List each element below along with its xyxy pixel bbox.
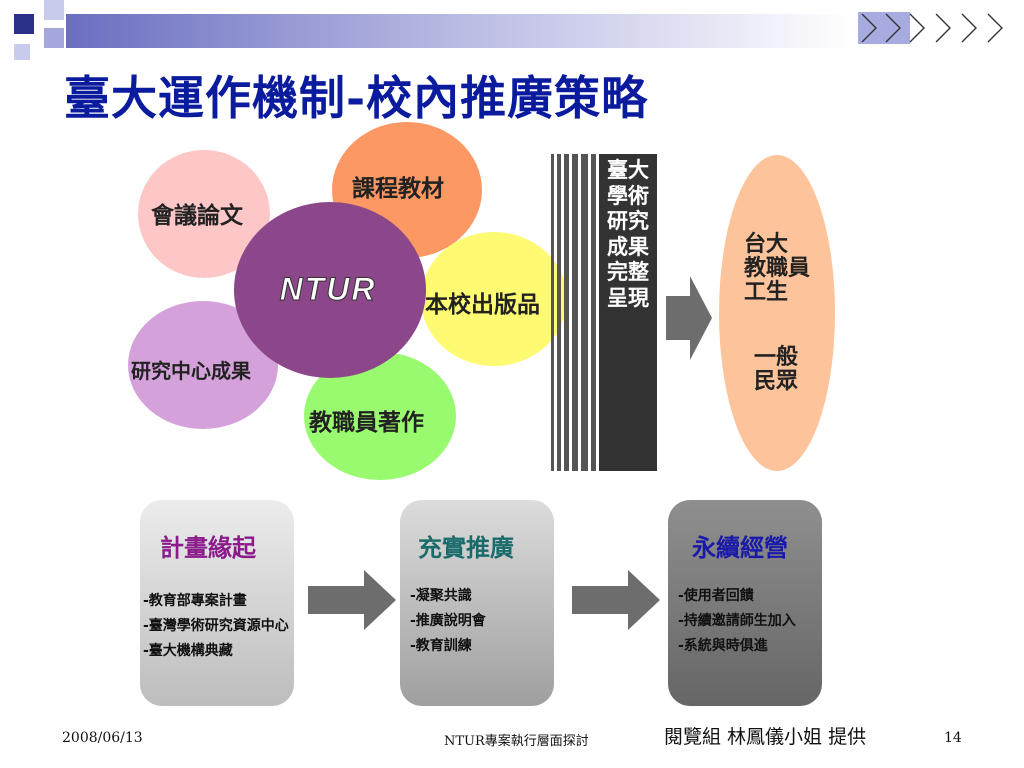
panel-item: -持續邀請師生加入 [678, 613, 796, 629]
petal-publications [421, 232, 567, 366]
center-label-ntur: NTUR [279, 271, 377, 308]
petal-conference [138, 150, 270, 278]
footer-page-number: 14 [944, 730, 962, 746]
petal-label-publications: 本校出版品 [425, 292, 540, 318]
arrow-right-icon [666, 276, 712, 360]
petal-research-center [128, 301, 278, 429]
footer-center: NTUR專案執行層面探討 [444, 734, 589, 749]
petal-label-research-center: 研究中心成果 [131, 359, 251, 383]
petal-staff-works [304, 352, 456, 480]
footer-date: 2008/06/13 [62, 730, 143, 746]
panel-item: -使用者回饋 [678, 588, 754, 604]
decor-square [44, 0, 64, 20]
audience-ellipse [719, 155, 835, 471]
panel-title-origin: 計畫緣起 [160, 534, 256, 562]
footer-credit: 閱覽組 林鳳儀小姐 提供 [664, 726, 867, 748]
chevron-highlight [858, 12, 910, 44]
vertical-text-box [599, 154, 657, 471]
petal-label-courses: 課程教材 [352, 176, 444, 202]
arrow-right-icon [572, 570, 660, 630]
vertical-text: 臺大學術研究成果完整呈現 [607, 158, 649, 310]
center-ntur-circle [234, 202, 426, 378]
stripe-bars [551, 154, 596, 471]
decor-square [14, 44, 30, 60]
panel-item: -推廣說明會 [410, 613, 486, 629]
panel-sustain [668, 500, 822, 706]
audience-label-public: 一般 民眾 [754, 345, 799, 394]
petal-label-conference: 會議論文 [151, 203, 243, 229]
panel-item: -教育部專案計畫 [143, 593, 247, 609]
decor-square [44, 28, 64, 48]
panel-title-promotion: 充實推廣 [418, 534, 514, 562]
panel-item: -凝聚共識 [410, 588, 472, 604]
panel-promotion [400, 500, 554, 706]
audience-label-staff: 台大 教職員 工生 [744, 232, 811, 305]
panel-item: -系統與時俱進 [678, 638, 768, 654]
panel-item: -臺灣學術研究資源中心 [143, 618, 289, 634]
arrow-right-icon [308, 570, 396, 630]
header-gradient-bar [66, 14, 854, 48]
panel-title-sustain: 永續經營 [692, 534, 788, 562]
petal-label-staff-works: 教職員著作 [309, 410, 424, 436]
page-title: 臺大運作機制-校內推廣策略 [64, 71, 649, 125]
decor-square [14, 14, 34, 34]
panel-origin [140, 500, 294, 706]
panel-item: -臺大機構典藏 [143, 643, 233, 659]
chevron-nav-icon [858, 12, 1003, 44]
panel-item: -教育訓練 [410, 638, 472, 654]
